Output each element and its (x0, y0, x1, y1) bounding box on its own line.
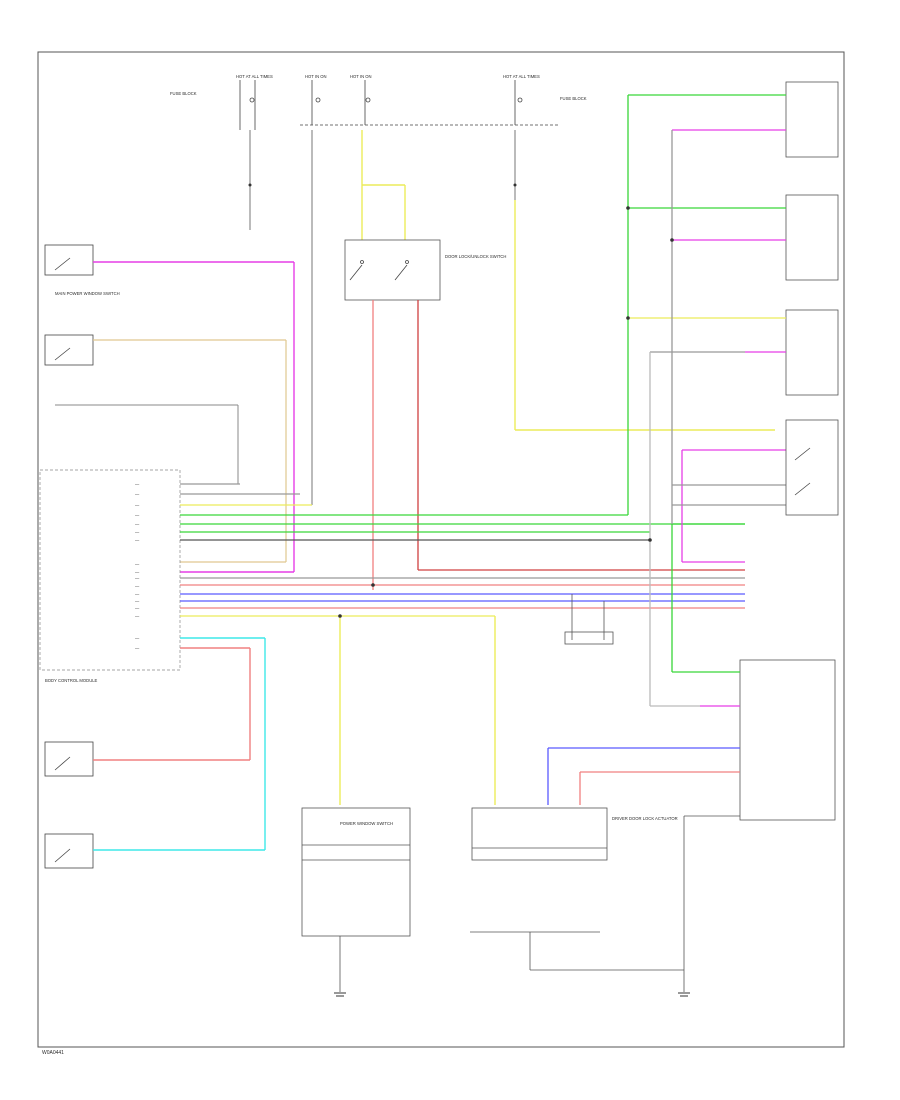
svg-text:—: — (135, 599, 140, 604)
svg-text:HOT IN ON: HOT IN ON (305, 74, 327, 79)
power-window-switch (301, 807, 411, 937)
right-side-wires (547, 94, 786, 805)
main-power-window-switch-label: MAIN POWER WINDOW SWITCH (55, 291, 120, 296)
ground-symbols (334, 992, 690, 997)
driver-door-lock-actuator (471, 807, 608, 861)
ground-wires (339, 815, 740, 992)
svg-text:HOT AT ALL TIMES: HOT AT ALL TIMES (236, 74, 273, 79)
switch-contacts (349, 260, 409, 281)
right-nodes (626, 206, 674, 542)
power-window-switch-label: POWER WINDOW SWITCH (340, 821, 393, 826)
svg-text:—: — (135, 522, 140, 527)
svg-text:—: — (135, 636, 140, 641)
passenger-relay (785, 419, 839, 516)
lower-switch-group (44, 741, 94, 869)
svg-text:—: — (135, 646, 140, 651)
svg-text:—: — (135, 530, 140, 535)
svg-text:HOT AT ALL TIMES: HOT AT ALL TIMES (503, 74, 540, 79)
bus-wires (180, 483, 745, 617)
fuse-block-top (239, 80, 560, 130)
svg-text:—: — (135, 614, 140, 619)
svg-text:—: — (135, 513, 140, 518)
bank-pin-markers: ——— ——— ——— ——— ——— —— (135, 482, 140, 651)
svg-text:FUSE BLOCK: FUSE BLOCK (560, 96, 587, 101)
control-unit (39, 469, 181, 671)
yellow-wire-top (361, 130, 775, 431)
main-switch-group (44, 244, 94, 366)
relay-contacts (794, 447, 811, 496)
yellow-wire-down (339, 616, 496, 805)
control-unit-label: BODY CONTROL MODULE (45, 678, 98, 683)
svg-text:—: — (135, 592, 140, 597)
fuse-labels: HOT AT ALL TIMES HOT IN ON HOT IN ON HOT… (170, 74, 587, 101)
gray-wire-left (55, 404, 239, 485)
switch-output-wires (372, 300, 745, 590)
svg-text:—: — (135, 492, 140, 497)
svg-text:HOT IN ON: HOT IN ON (350, 74, 372, 79)
splice-node (338, 614, 342, 618)
svg-text:—: — (135, 503, 140, 508)
door-lock-switch (344, 239, 441, 301)
svg-text:—: — (135, 584, 140, 589)
door-unlock-sensor (564, 594, 614, 645)
svg-text:—: — (135, 538, 140, 543)
footer-code: W0A0441 (42, 1050, 64, 1056)
svg-text:—: — (135, 576, 140, 581)
magenta-wire (93, 261, 295, 573)
svg-text:—: — (135, 570, 140, 575)
splice-node (513, 183, 517, 187)
splice-node (371, 583, 375, 587)
splice-node (248, 183, 252, 187)
door-lock-switch-label: DOOR LOCK/UNLOCK SWITCH (445, 254, 506, 259)
lower-left-wires (93, 637, 266, 851)
svg-text:—: — (135, 606, 140, 611)
right-motor-boxes (739, 81, 839, 821)
tan-wire (93, 339, 287, 563)
svg-text:—: — (135, 482, 140, 487)
fuse-drops (249, 130, 516, 505)
diagram-frame (37, 51, 845, 1048)
svg-text:—: — (135, 562, 140, 567)
svg-text:FUSE BLOCK: FUSE BLOCK (170, 91, 197, 96)
driver-door-lock-actuator-label: DRIVER DOOR LOCK ACTUATOR (612, 816, 678, 821)
